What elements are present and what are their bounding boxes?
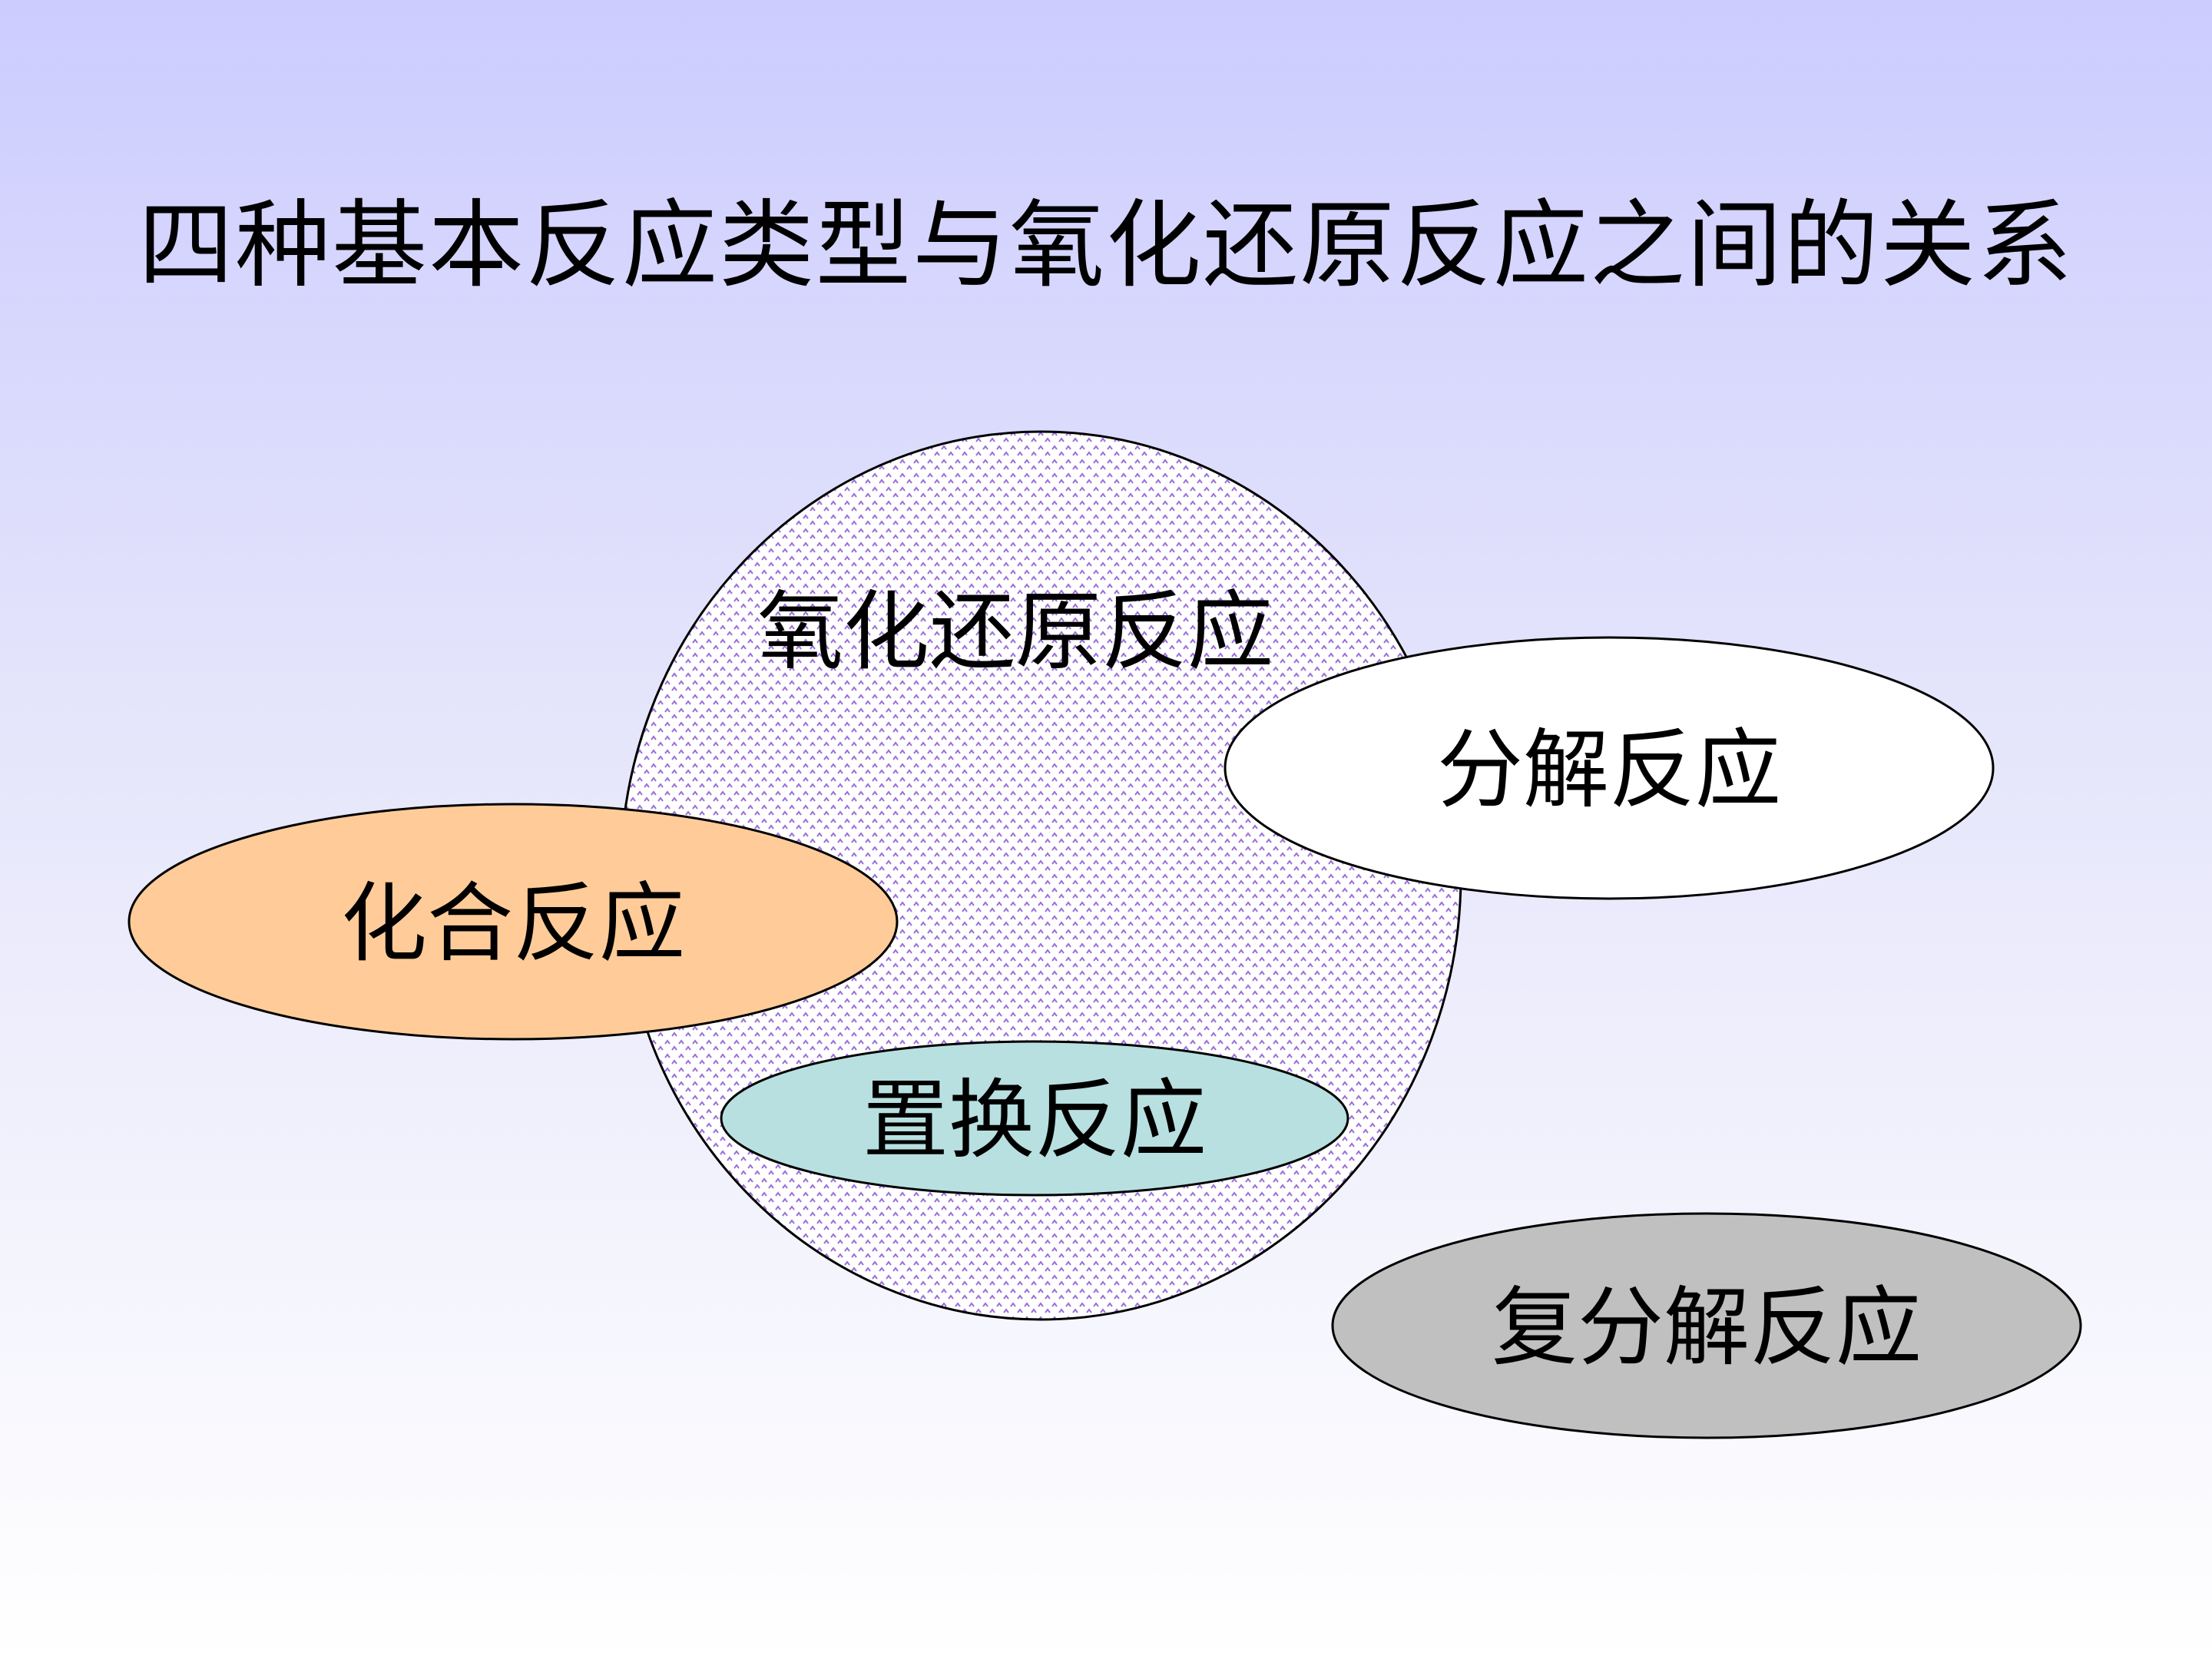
displacement-reaction-ellipse [720,1040,1349,1197]
decomposition-reaction-ellipse [1224,636,1995,900]
slide-title: 四种基本反应类型与氧化还原反应之间的关系 [137,190,2074,301]
double-displacement-reaction-ellipse [1331,1212,2082,1439]
redox-reaction-label: 氧化还原反应 [757,582,1273,682]
combination-reaction-label: 化合反应 [341,874,685,974]
combination-reaction-ellipse [127,803,899,1041]
displacement-reaction-label: 置换反应 [863,1071,1207,1171]
double-displacement-reaction-label: 复分解反应 [1492,1278,1922,1378]
decomposition-reaction-label: 分解反应 [1437,720,1781,820]
